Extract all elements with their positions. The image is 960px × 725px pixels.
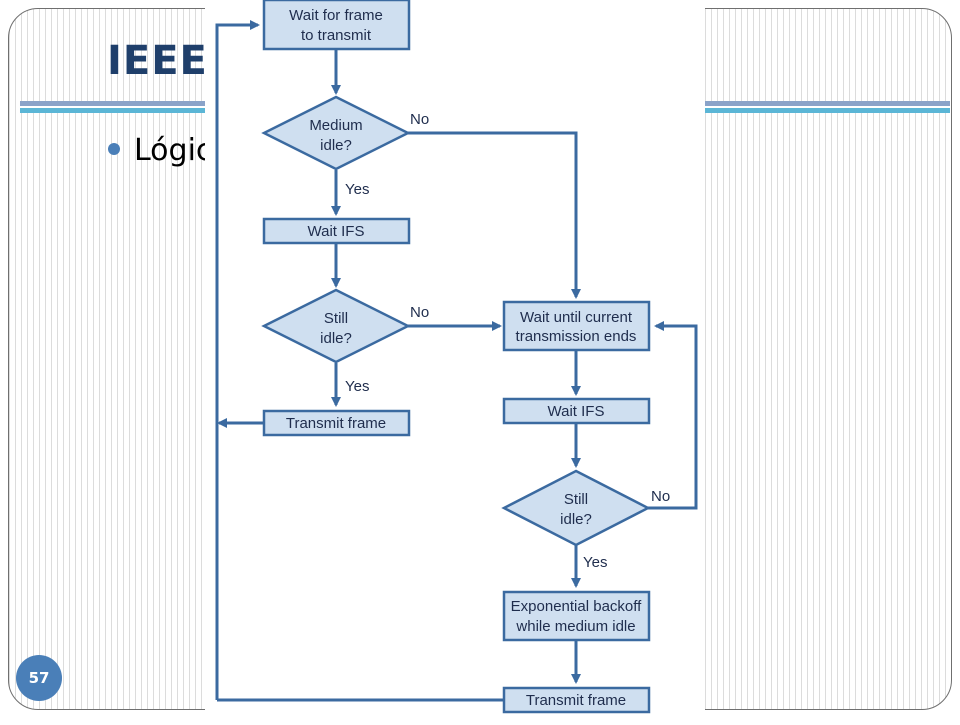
edge-loop-arrowhead-left	[217, 418, 227, 428]
node-wait-until-line2: transmission ends	[516, 328, 637, 345]
node-still-idle-1: Still idle?	[261, 288, 411, 364]
node-transmit-frame-1-label: Transmit frame	[286, 415, 386, 432]
node-wait-until-line1: Wait until current	[520, 309, 633, 326]
edge-still2-no	[648, 321, 698, 510]
edge-label-medium-no: No	[410, 111, 429, 128]
node-backoff-line2: while medium idle	[515, 618, 635, 635]
flowchart-diagram: Wait for frame to transmit Medium idle? …	[215, 0, 698, 714]
edge-label-still1-yes: Yes	[345, 378, 369, 395]
node-medium-idle-line1: Medium	[309, 117, 362, 134]
edge-label-still2-no: No	[651, 488, 670, 505]
node-wait-ifs-2: Wait IFS	[502, 397, 651, 425]
node-still-idle-2-line1: Still	[564, 491, 588, 508]
edge-label-still1-no: No	[410, 304, 429, 321]
node-still-idle-2-line2: idle?	[560, 511, 592, 528]
node-wait-for-frame-line1: Wait for frame	[289, 7, 383, 24]
edge-medium-no	[408, 131, 581, 299]
node-transmit-frame-2-label: Transmit frame	[526, 692, 626, 709]
node-wait-ifs-2-label: Wait IFS	[548, 403, 605, 420]
node-backoff-line1: Exponential backoff	[511, 598, 642, 615]
node-wait-for-frame: Wait for frame to transmit	[262, 0, 411, 51]
node-still-idle-1-line1: Still	[324, 310, 348, 327]
node-medium-idle-line2: idle?	[320, 137, 352, 154]
node-still-idle-1-line2: idle?	[320, 330, 352, 347]
edge-left-return	[215, 20, 260, 700]
node-wait-for-frame-line2: to transmit	[301, 27, 372, 44]
edge-label-still2-yes: Yes	[583, 554, 607, 571]
node-wait-ifs-1: Wait IFS	[262, 217, 411, 245]
node-transmit-frame-2: Transmit frame	[502, 686, 651, 714]
edge-label-medium-yes: Yes	[345, 181, 369, 198]
node-wait-until-current: Wait until current transmission ends	[502, 300, 651, 352]
flowchart-panel: Wait for frame to transmit Medium idle? …	[205, 0, 705, 720]
node-medium-idle: Medium idle?	[261, 95, 411, 171]
node-exponential-backoff: Exponential backoff while medium idle	[502, 590, 651, 642]
node-transmit-frame-1: Transmit frame	[262, 409, 411, 437]
slide-title: IEEE	[107, 38, 208, 84]
node-still-idle-2: Still idle?	[501, 469, 651, 547]
page-number-badge: 57	[16, 655, 62, 701]
bullet-text: Lógic	[134, 133, 213, 168]
bullet-dot-icon	[108, 143, 120, 155]
node-wait-ifs-1-label: Wait IFS	[308, 223, 365, 240]
